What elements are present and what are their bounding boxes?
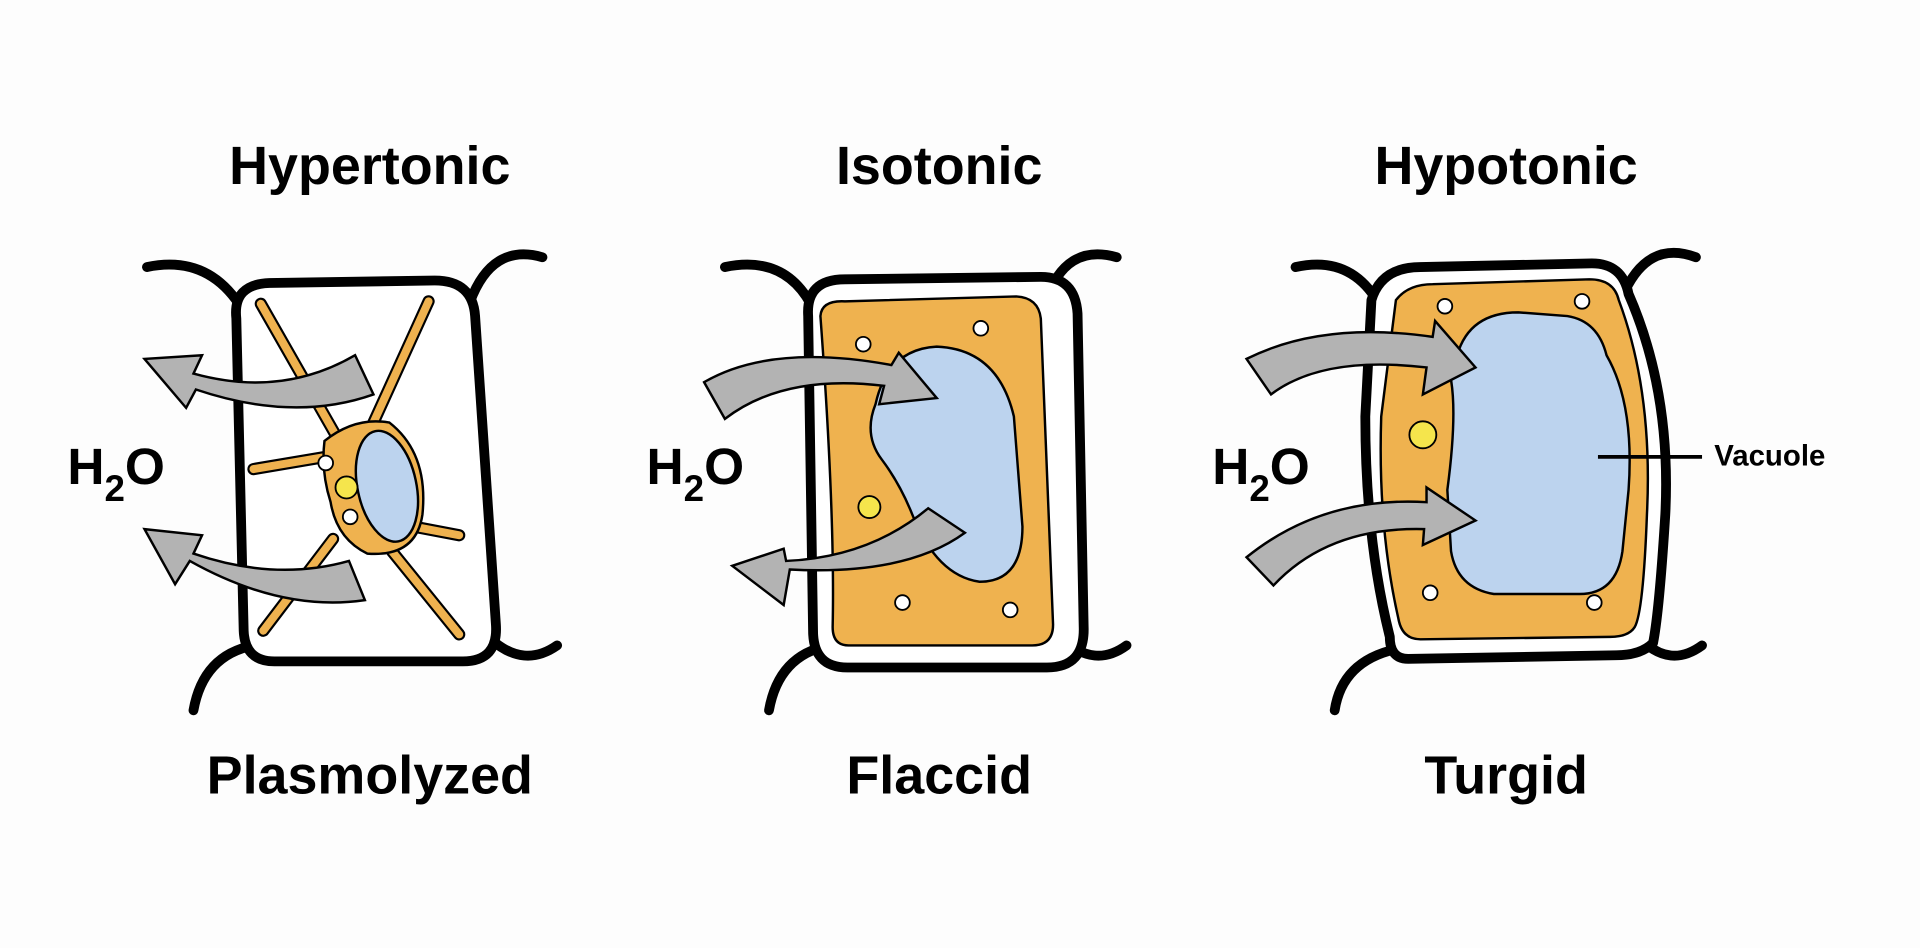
- nucleus: [1408, 420, 1438, 450]
- water-out-arrow: [142, 527, 367, 604]
- nucleus: [334, 475, 359, 500]
- organelle: [894, 594, 911, 611]
- water-in-arrow: [702, 350, 940, 421]
- cell-state-label: Flaccid: [846, 746, 1032, 806]
- cell-state-label: Turgid: [1424, 746, 1588, 806]
- vacuole: [354, 429, 420, 543]
- water-in-arrow: [1244, 318, 1478, 397]
- organelle: [972, 320, 990, 337]
- vacuole: [869, 345, 1024, 583]
- panel-hypertonic: Hypertonic H2O Plasmolyzed: [67, 136, 563, 806]
- water-out-arrow: [141, 353, 376, 411]
- neighbor-wall-top-left: [1290, 259, 1383, 307]
- organelle: [317, 454, 334, 472]
- water-in-arrow: [1244, 485, 1478, 588]
- neighbor-wall-top-right: [465, 249, 548, 307]
- panel-title: Hypertonic: [229, 136, 510, 196]
- organelle: [1436, 297, 1454, 315]
- organelle: [1421, 584, 1439, 602]
- organelle: [1586, 594, 1603, 611]
- vacuole: [1446, 311, 1631, 596]
- neighbor-wall-bottom-right: [486, 634, 563, 661]
- water-label: H2O: [67, 437, 165, 509]
- organelle: [1001, 601, 1019, 619]
- neighbor-wall-top-right: [1617, 247, 1701, 302]
- neighbor-wall-bottom-left: [188, 640, 259, 716]
- plasmolyzed-protoplast: [247, 295, 466, 641]
- cell-state-label: Plasmolyzed: [207, 746, 533, 806]
- water-label: H2O: [1212, 437, 1310, 509]
- panel-title: Hypotonic: [1374, 136, 1637, 196]
- water-out-arrow: [729, 506, 968, 608]
- water-label: H2O: [647, 437, 745, 509]
- organelle: [341, 508, 359, 526]
- organelle: [1573, 293, 1591, 310]
- panel-isotonic: Isotonic H2O Flaccid: [647, 136, 1132, 806]
- neighbor-wall-top-left: [142, 259, 244, 309]
- nucleus: [857, 495, 882, 519]
- neighbor-wall-top-left: [720, 259, 816, 309]
- panel-hypotonic: Hypotonic Vacuole H2O Turgid: [1212, 136, 1825, 806]
- organelle: [855, 335, 872, 353]
- vacuole-callout-label: Vacuole: [1714, 439, 1825, 472]
- panel-title: Isotonic: [836, 136, 1042, 196]
- neighbor-wall-bottom-left: [1329, 644, 1401, 716]
